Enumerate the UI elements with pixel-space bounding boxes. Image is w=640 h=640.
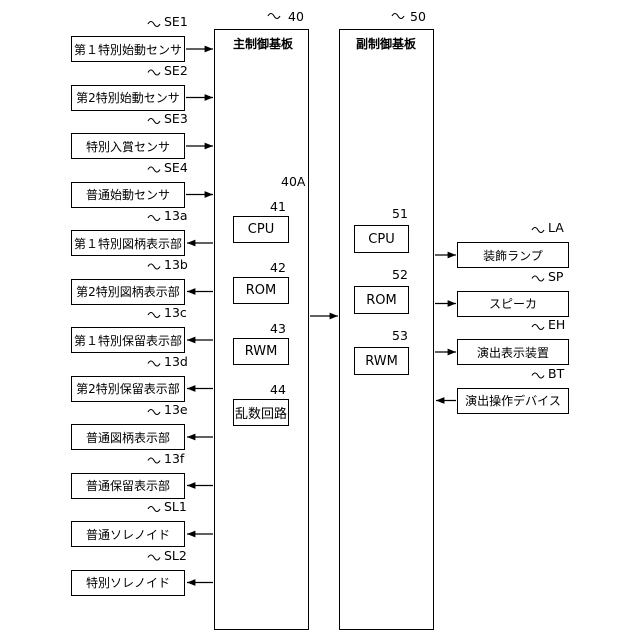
main-component-ref-1: 42 <box>270 260 286 275</box>
left-device-ref-leader-9 <box>148 458 160 463</box>
left-device-box-0: 第１特別始動センサ <box>71 36 185 62</box>
left-device-ref-6: 13c <box>164 305 187 320</box>
left-device-ref-10: SL1 <box>164 499 187 514</box>
sub-component-ref-0: 51 <box>392 206 408 221</box>
left-device-ref-7: 13d <box>164 354 188 369</box>
sub-component-ref-2: 53 <box>392 328 408 343</box>
left-device-ref-leader-6 <box>148 313 160 318</box>
sub-board-title: 副制御基板 <box>356 35 416 52</box>
sub-component-2: RWM <box>354 347 409 375</box>
left-device-box-1: 第2特別始動センサ <box>71 85 185 111</box>
left-device-box-8: 普通図柄表示部 <box>71 424 185 450</box>
left-device-box-9: 普通保留表示部 <box>71 473 185 499</box>
sub-component-1: ROM <box>354 286 409 314</box>
right-device-ref-1: SP <box>548 269 563 284</box>
right-device-box-0: 装飾ランプ <box>457 242 569 268</box>
left-device-box-10: 普通ソレノイド <box>71 521 185 547</box>
main-group-ref: 40A <box>281 174 305 189</box>
left-device-box-4: 第１特別図柄表示部 <box>71 230 185 256</box>
right-device-ref-leader-0 <box>532 228 544 233</box>
left-device-ref-5: 13b <box>164 257 188 272</box>
main-component-3: 乱数回路 <box>233 399 289 426</box>
sub-control-board <box>339 29 434 630</box>
left-device-ref-leader-4 <box>148 216 160 221</box>
left-device-ref-0: SE1 <box>164 14 188 29</box>
main-component-ref-3: 44 <box>270 382 286 397</box>
left-device-ref-leader-7 <box>148 361 160 366</box>
left-device-ref-11: SL2 <box>164 548 187 563</box>
main-control-board <box>214 29 309 630</box>
left-device-ref-leader-3 <box>148 167 160 172</box>
right-device-ref-leader-1 <box>532 276 544 281</box>
left-device-ref-leader-2 <box>148 119 160 124</box>
left-device-ref-8: 13e <box>164 402 188 417</box>
right-device-box-1: スピーカ <box>457 291 569 317</box>
left-device-ref-9: 13f <box>164 451 184 466</box>
right-device-ref-3: BT <box>548 366 564 381</box>
main-component-ref-0: 41 <box>270 199 286 214</box>
sub-component-ref-1: 52 <box>392 267 408 282</box>
main-component-0: CPU <box>233 216 289 243</box>
left-device-ref-leader-0 <box>148 22 160 27</box>
left-device-ref-1: SE2 <box>164 63 188 78</box>
main-component-2: RWM <box>233 338 289 365</box>
right-device-ref-0: LA <box>548 220 564 235</box>
left-device-ref-4: 13a <box>164 208 188 223</box>
main-board-ref: 40 <box>288 9 304 24</box>
left-device-ref-leader-1 <box>148 70 160 75</box>
left-device-box-11: 特別ソレノイド <box>71 570 185 596</box>
right-device-ref-leader-3 <box>532 373 544 378</box>
left-device-ref-leader-5 <box>148 264 160 269</box>
main-board-ref-leader <box>268 14 280 19</box>
left-device-box-5: 第2特別図柄表示部 <box>71 279 185 305</box>
left-device-box-2: 特別入賞センサ <box>71 133 185 159</box>
sub-board-ref-leader <box>392 14 404 19</box>
main-board-title: 主制御基板 <box>233 35 293 52</box>
left-device-ref-3: SE4 <box>164 160 188 175</box>
sub-board-ref: 50 <box>410 9 426 24</box>
right-device-ref-leader-2 <box>532 325 544 330</box>
main-component-1: ROM <box>233 277 289 304</box>
left-device-box-7: 第2特別保留表示部 <box>71 376 185 402</box>
left-device-ref-leader-11 <box>148 555 160 560</box>
main-component-ref-2: 43 <box>270 321 286 336</box>
left-device-box-6: 第１特別保留表示部 <box>71 327 185 353</box>
right-device-box-2: 演出表示装置 <box>457 339 569 365</box>
sub-component-0: CPU <box>354 225 409 253</box>
left-device-ref-leader-10 <box>148 507 160 512</box>
left-device-ref-leader-8 <box>148 410 160 415</box>
left-device-ref-2: SE3 <box>164 111 188 126</box>
right-device-ref-2: EH <box>548 317 565 332</box>
right-device-box-3: 演出操作デバイス <box>457 388 569 414</box>
left-device-box-3: 普通始動センサ <box>71 182 185 208</box>
